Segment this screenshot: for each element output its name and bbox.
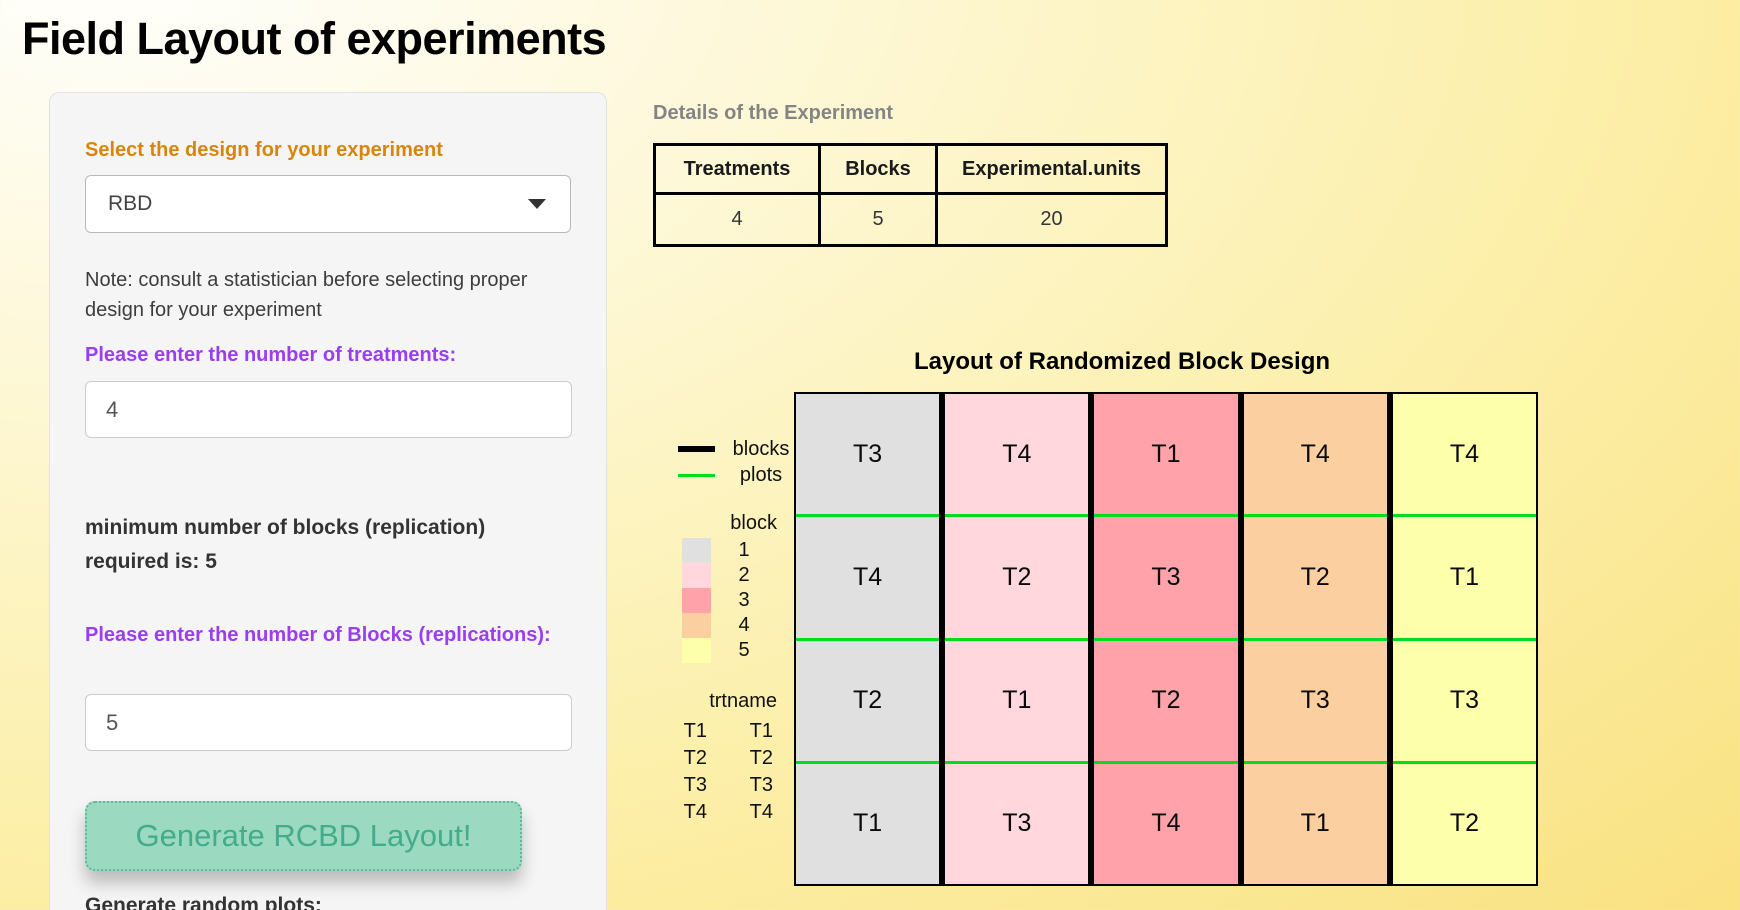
plot-cell: T1 <box>945 641 1089 764</box>
line-legend: blocks plots <box>678 436 799 488</box>
blocks-line-icon <box>678 446 715 452</box>
legend-row-plots: plots <box>678 462 799 488</box>
treatments-label: Please enter the number of treatments: <box>85 344 457 366</box>
block-legend-row: 2 <box>682 563 777 588</box>
trt-legend-row: T3 T3 <box>660 772 773 799</box>
plot-cell: T2 <box>1094 641 1238 764</box>
block-color-swatch <box>682 638 711 663</box>
blocks-label: Please enter the number of Blocks (repli… <box>85 624 551 646</box>
design-select-label: Select the design for your experiment <box>85 139 443 161</box>
trt-legend-header: trtname <box>709 690 777 712</box>
design-note: Note: consult a statistician before sele… <box>85 269 528 321</box>
details-value-cell: 20 <box>935 192 1168 247</box>
trt-level: T3 <box>683 774 707 796</box>
trt-name: T1 <box>749 720 773 742</box>
plot-cell: T2 <box>796 641 940 764</box>
block-legend: 1 2 3 4 5 <box>682 538 777 663</box>
block-color-swatch <box>682 613 711 638</box>
block-legend-number: 2 <box>738 564 750 586</box>
details-title: Details of the Experiment <box>653 102 894 124</box>
details-header-cell: Experimental.units <box>935 143 1168 195</box>
plot-cell: T1 <box>1300 809 1330 838</box>
block-legend-number: 3 <box>738 589 750 611</box>
plot-cell: T4 <box>1243 394 1387 518</box>
trt-level: T2 <box>683 747 707 769</box>
block-color-swatch <box>682 588 711 613</box>
plot-cell: T1 <box>853 809 883 838</box>
block-legend-row: 4 <box>682 613 777 638</box>
plot-cell: T1 <box>1094 394 1238 518</box>
plot-cell: T3 <box>1392 641 1537 764</box>
page-title: Field Layout of experiments <box>22 13 607 64</box>
generate-layout-button[interactable]: Generate RCBD Layout! <box>85 801 522 871</box>
details-header-cell: Blocks <box>818 143 938 195</box>
trt-level: T4 <box>683 801 707 823</box>
design-select[interactable]: RBD <box>85 175 571 233</box>
block-color-swatch <box>682 538 711 563</box>
layout-plot: Layout of Randomized Block Design blocks… <box>600 340 1630 905</box>
plot-cell: T4 <box>796 517 940 641</box>
random-plots-label: Generate random plots: <box>85 894 322 910</box>
plot-cell: T2 <box>1449 809 1479 838</box>
block-legend-number: 5 <box>738 639 750 661</box>
plot-cell: T3 <box>1243 641 1387 764</box>
sidebar-panel: Select the design for your experiment RB… <box>49 92 607 910</box>
trt-legend-row: T1 T1 <box>660 718 773 745</box>
block-legend-number: 4 <box>738 614 750 636</box>
min-blocks-text: minimum number of blocks (replication) r… <box>85 516 486 573</box>
plots-line-icon <box>678 473 715 477</box>
block-legend-number: 1 <box>738 539 750 561</box>
plot-cell: T4 <box>1392 394 1537 518</box>
plot-cell: T1 <box>1392 517 1537 641</box>
treatments-input[interactable] <box>85 381 572 438</box>
chevron-down-icon <box>528 199 546 209</box>
plot-title: Layout of Randomized Block Design <box>913 348 1331 375</box>
blocks-input[interactable] <box>85 694 572 751</box>
trt-legend-row: T4 T4 <box>660 799 773 826</box>
plot-cell: T4 <box>945 394 1089 518</box>
trt-name: T4 <box>749 801 773 823</box>
plot-cell: T3 <box>1094 517 1238 641</box>
plot-cell: T4 <box>1151 809 1181 838</box>
block-legend-row: 1 <box>682 538 777 563</box>
details-value-cell: 5 <box>818 192 938 247</box>
block-legend-header: block <box>730 512 777 534</box>
block-color-swatch <box>682 563 711 588</box>
plot-cell: T2 <box>1243 517 1387 641</box>
details-value-cell: 4 <box>653 192 821 247</box>
legend-row-blocks: blocks <box>678 436 799 462</box>
trt-name: T2 <box>749 747 773 769</box>
blocks-line-label: blocks <box>732 437 790 460</box>
plot-cell: T3 <box>796 394 940 518</box>
design-select-value: RBD <box>108 192 153 215</box>
plot-cell: T3 <box>1002 809 1032 838</box>
plot-cell: T2 <box>945 517 1089 641</box>
trt-legend-row: T2 T2 <box>660 745 773 772</box>
block-legend-row: 5 <box>682 638 777 663</box>
details-header-cell: Treatments <box>653 143 821 195</box>
trt-level: T1 <box>683 720 707 742</box>
trt-name: T3 <box>749 774 773 796</box>
plots-line-label: plots <box>739 463 783 486</box>
block-legend-row: 3 <box>682 588 777 613</box>
